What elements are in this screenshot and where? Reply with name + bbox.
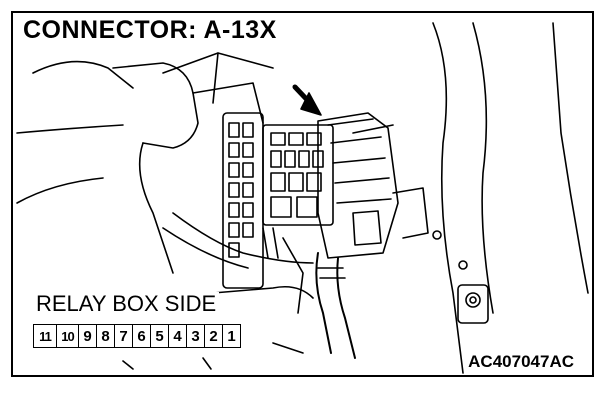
body-panel-edge bbox=[432, 22, 464, 374]
connector-pin-5: 5 bbox=[150, 325, 168, 347]
connector-pin-9: 9 bbox=[78, 325, 96, 347]
figure-code: AC407047AC bbox=[466, 352, 576, 372]
connector-pin-2: 2 bbox=[204, 325, 222, 347]
fuse-slots-left bbox=[228, 122, 254, 258]
connector-pin-1: 1 bbox=[222, 325, 240, 347]
connector-pin-6: 6 bbox=[132, 325, 150, 347]
relay-box-side-label: RELAY BOX SIDE bbox=[33, 292, 220, 316]
relay-slots bbox=[270, 132, 324, 218]
fender-line-lower bbox=[16, 177, 104, 204]
connector-pin-4: 4 bbox=[168, 325, 186, 347]
engine-bay-illustration bbox=[16, 22, 589, 374]
wire-harness bbox=[315, 252, 332, 354]
connector-pin-8: 8 bbox=[96, 325, 114, 347]
connector-pin-7: 7 bbox=[114, 325, 132, 347]
mount-bracket bbox=[457, 284, 489, 324]
pointer-arrow-head bbox=[300, 92, 322, 116]
air-box-outline bbox=[112, 62, 199, 149]
relay-box bbox=[262, 124, 334, 226]
hose-outline-top bbox=[32, 60, 134, 89]
connector-pin-10: 10 bbox=[56, 325, 78, 347]
connector-pin-11: 11 bbox=[39, 328, 52, 344]
connector-housing bbox=[317, 112, 399, 259]
connector-title: CONNECTOR: A-13X bbox=[19, 15, 281, 45]
fender-line bbox=[16, 124, 124, 134]
connector-pin-3: 3 bbox=[186, 325, 204, 347]
